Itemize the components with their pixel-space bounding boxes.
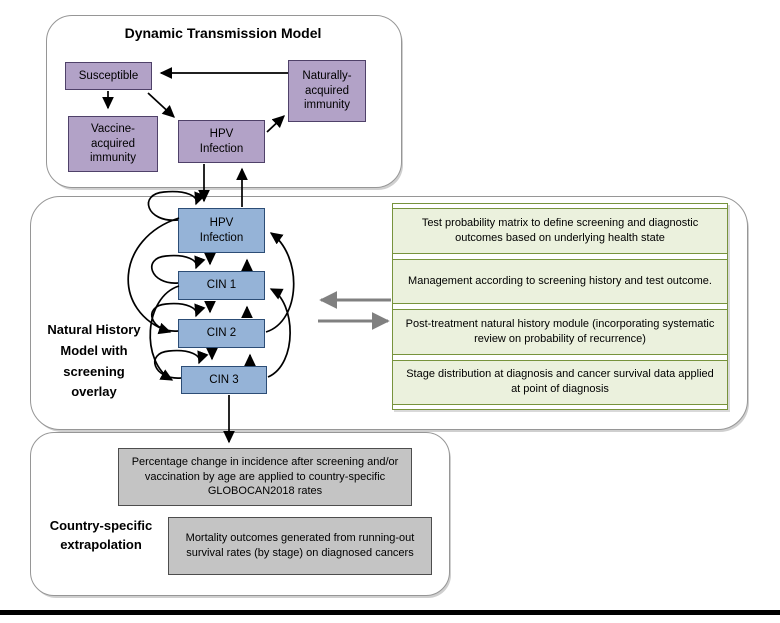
- transmission-title: Dynamic Transmission Model: [124, 25, 322, 41]
- screening-module-test-probability: Test probability matrix to define screen…: [393, 208, 727, 254]
- box-vaccine-acquired-immunity: Vaccine-acquired immunity: [68, 116, 158, 172]
- natural-history-label: Natural History Model with screening ove…: [24, 320, 164, 403]
- country-extrapolation-label: Country-specific extrapolation: [34, 517, 168, 555]
- country-extrapolation-label-line2: extrapolation: [60, 536, 142, 552]
- screening-module-post-treatment: Post-treatment natural history module (i…: [393, 309, 727, 355]
- box-incidence-extrapolation: Percentage change in incidence after scr…: [118, 448, 412, 506]
- hpv-transmission-line1: HPV: [209, 127, 234, 140]
- screening-module-stage-distribution: Stage distribution at diagnosis and canc…: [393, 359, 727, 405]
- box-naturally-acquired-immunity: Naturally-acquired immunity: [288, 60, 366, 122]
- bottom-rule: [0, 610, 780, 615]
- natural-history-label-line1: Natural History: [47, 322, 141, 337]
- box-hpv-infection-state: HPV Infection: [178, 208, 265, 253]
- screening-module-management: Management according to screening histor…: [393, 258, 727, 304]
- box-mortality-extrapolation: Mortality outcomes generated from runnin…: [168, 517, 432, 575]
- country-extrapolation-label-line1: Country-specific: [49, 518, 153, 533]
- box-susceptible: Susceptible: [65, 62, 152, 90]
- hpv-state-line2: Infection: [199, 231, 244, 244]
- screening-modules-stack: Test probability matrix to define screen…: [392, 203, 728, 410]
- natural-history-label-line4: overlay: [71, 384, 117, 400]
- box-cin1: CIN 1: [178, 271, 265, 300]
- natural-history-label-line3: screening: [63, 363, 125, 379]
- box-hpv-infection-transmission: HPV Infection: [178, 120, 265, 163]
- natural-history-label-line2: Model with: [60, 342, 128, 358]
- hpv-state-line1: HPV: [209, 216, 234, 229]
- box-cin3: CIN 3: [181, 366, 267, 394]
- box-cin2: CIN 2: [178, 319, 265, 348]
- hpv-transmission-line2: Infection: [199, 142, 244, 155]
